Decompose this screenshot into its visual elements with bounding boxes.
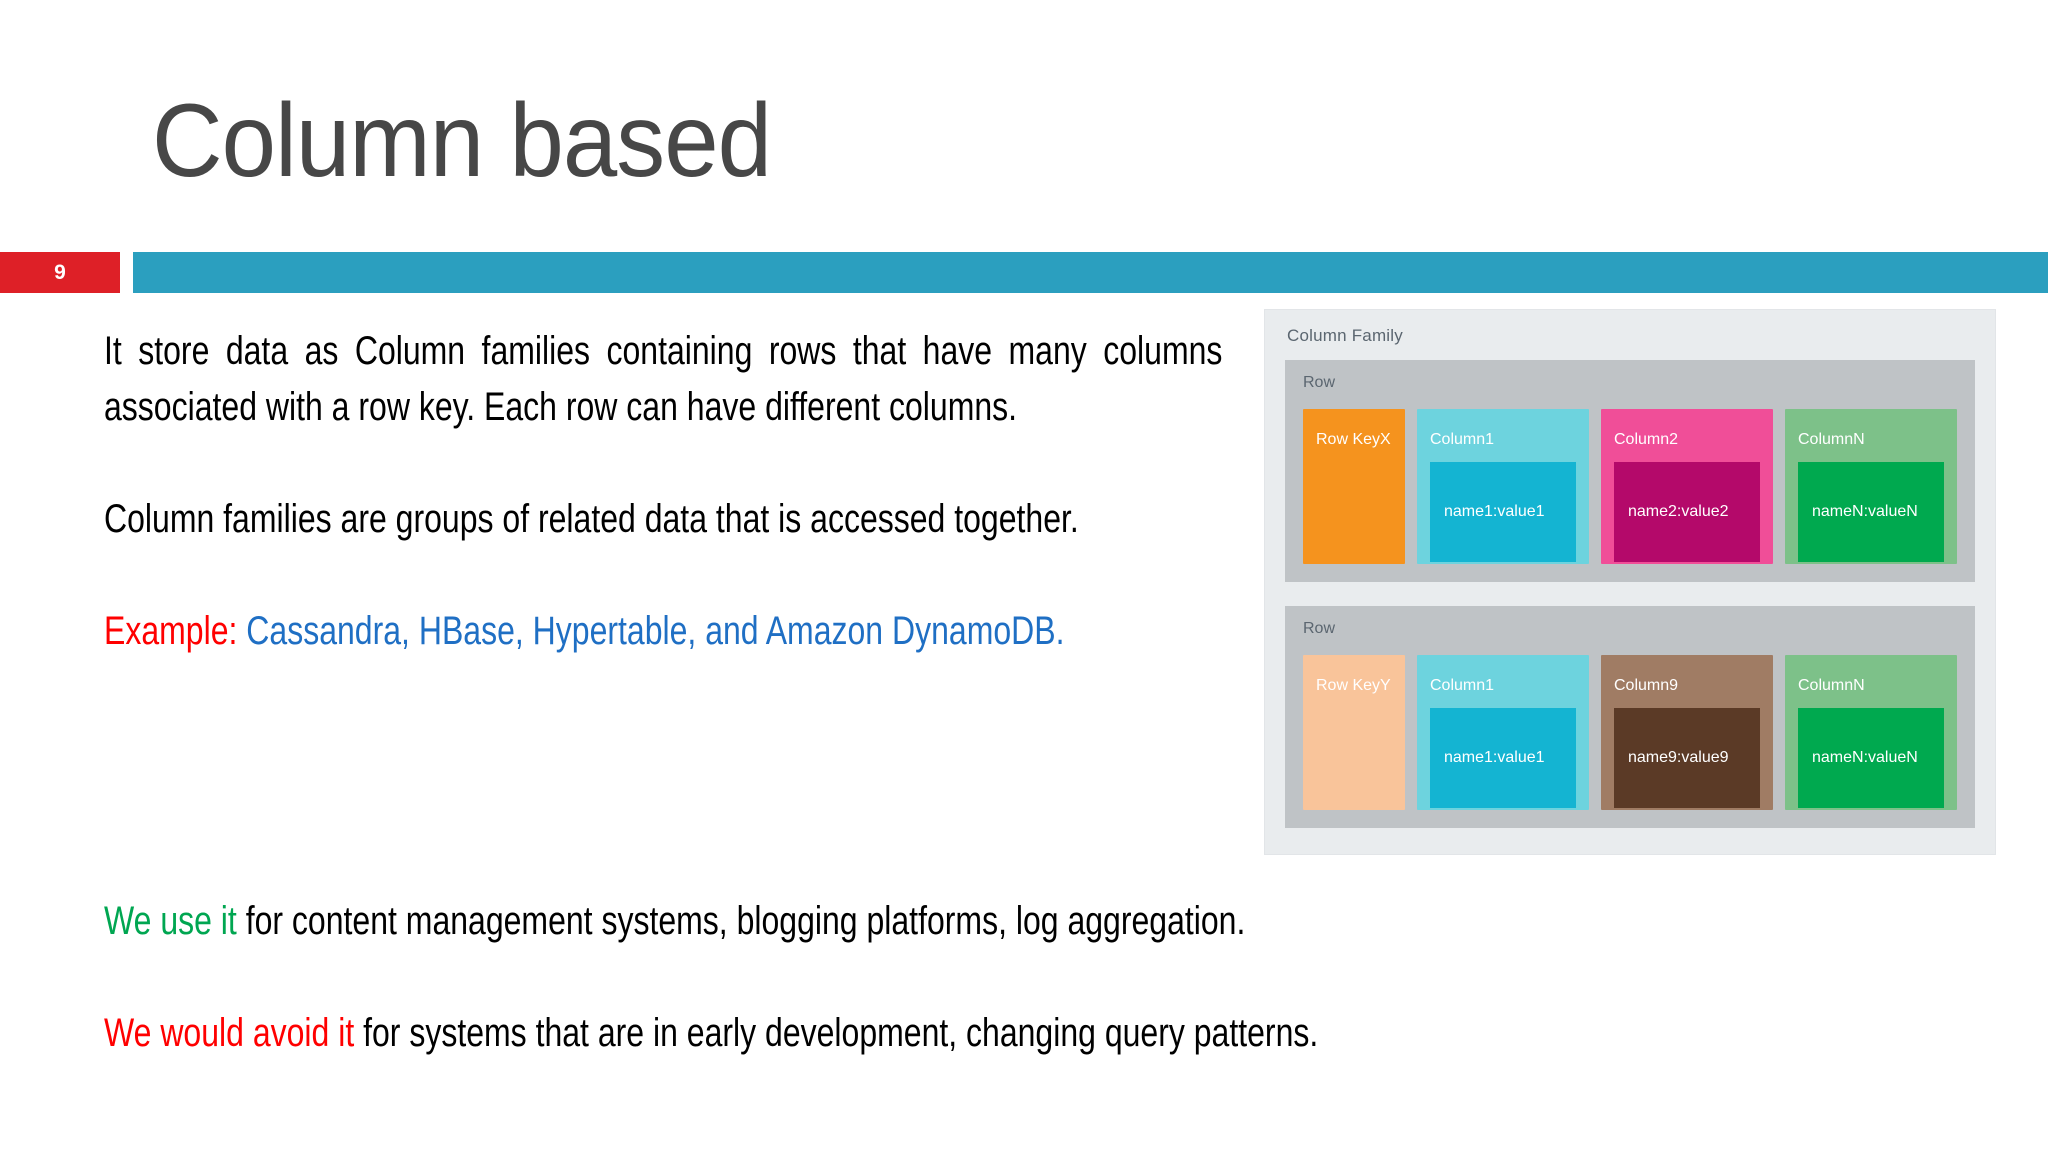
diagram-title-column-family: Column Family — [1287, 326, 1403, 345]
we-use-it-rest: for content management systems, blogging… — [236, 899, 1246, 943]
cell-label: Column1 — [1430, 677, 1495, 694]
cell-value: name1:value1 — [1444, 749, 1545, 766]
cell-value-box: name9:value9 — [1614, 708, 1760, 808]
example-label: Example: — [104, 609, 238, 653]
example-database-list: Cassandra, HBase, Hypertable, and Amazon… — [246, 609, 1065, 653]
cell-label: Column9 — [1614, 677, 1679, 694]
diagram-cell-column1-row2: Column1 name1:value1 — [1417, 655, 1589, 810]
diagram-cell-columnn: ColumnN nameN:valueN — [1785, 409, 1957, 564]
row-label: Row — [1303, 620, 1336, 637]
cell-value: nameN:valueN — [1812, 749, 1918, 766]
cell-value-box: nameN:valueN — [1798, 462, 1944, 562]
paragraph-example: Example: Cassandra, HBase, Hypertable, a… — [104, 603, 1222, 659]
cell-label: ColumnN — [1798, 677, 1865, 694]
row-label: Row — [1303, 374, 1336, 391]
we-use-it-highlight: We use it — [104, 899, 237, 943]
cell-value: name1:value1 — [1444, 503, 1545, 520]
cell-value: name9:value9 — [1628, 749, 1729, 766]
diagram-row-2: Row Row KeyY Column1 name1:value1 Column… — [1285, 606, 1975, 828]
cell-label: Row KeyY — [1316, 677, 1391, 694]
cell-value: nameN:valueN — [1812, 503, 1918, 520]
we-would-avoid-it-rest: for systems that are in early developmen… — [354, 1011, 1319, 1055]
divider-band: 9 — [0, 252, 2048, 293]
cell-value-box: nameN:valueN — [1798, 708, 1944, 808]
diagram-cell-rowkeyx: Row KeyX — [1303, 409, 1405, 564]
cell-label: ColumnN — [1798, 431, 1865, 448]
we-would-avoid-it-highlight: We would avoid it — [104, 1011, 355, 1055]
diagram-cell-column2: Column2 name2:value2 — [1601, 409, 1773, 564]
diagram-cell-column1: Column1 name1:value1 — [1417, 409, 1589, 564]
paragraph-store-data: It store data as Column families contain… — [104, 329, 1223, 429]
cell-label: Column1 — [1430, 431, 1495, 448]
cell-value-box: name1:value1 — [1430, 708, 1576, 808]
diagram-cell-columnn-row2: ColumnN nameN:valueN — [1785, 655, 1957, 810]
cell-value-box: name1:value1 — [1430, 462, 1576, 562]
body-text-column: It store data as Column families contain… — [104, 323, 1222, 715]
line-we-use-it: We use it for content management systems… — [104, 895, 1245, 947]
cell-label: Column2 — [1614, 431, 1679, 448]
cell-value-box: name2:value2 — [1614, 462, 1760, 562]
page-number-badge: 9 — [0, 252, 120, 293]
paragraph-column-families: Column families are groups of related da… — [104, 497, 1079, 541]
page-title: Column based — [152, 83, 772, 199]
accent-bar — [133, 252, 2048, 293]
line-we-would-avoid-it: We would avoid it for systems that are i… — [104, 1007, 1318, 1059]
cell-label: Row KeyX — [1316, 431, 1391, 448]
cell-value: name2:value2 — [1628, 503, 1729, 520]
diagram-row-1-cells: Row KeyX Column1 name1:value1 Column2 na… — [1303, 409, 1957, 564]
diagram-cell-column9: Column9 name9:value9 — [1601, 655, 1773, 810]
diagram-row-2-cells: Row KeyY Column1 name1:value1 Column9 na… — [1303, 655, 1957, 810]
column-family-diagram: Column Family Row Row KeyX Column1 name1… — [1265, 310, 1995, 854]
diagram-row-1: Row Row KeyX Column1 name1:value1 Column… — [1285, 360, 1975, 582]
diagram-cell-rowkeyy: Row KeyY — [1303, 655, 1405, 810]
